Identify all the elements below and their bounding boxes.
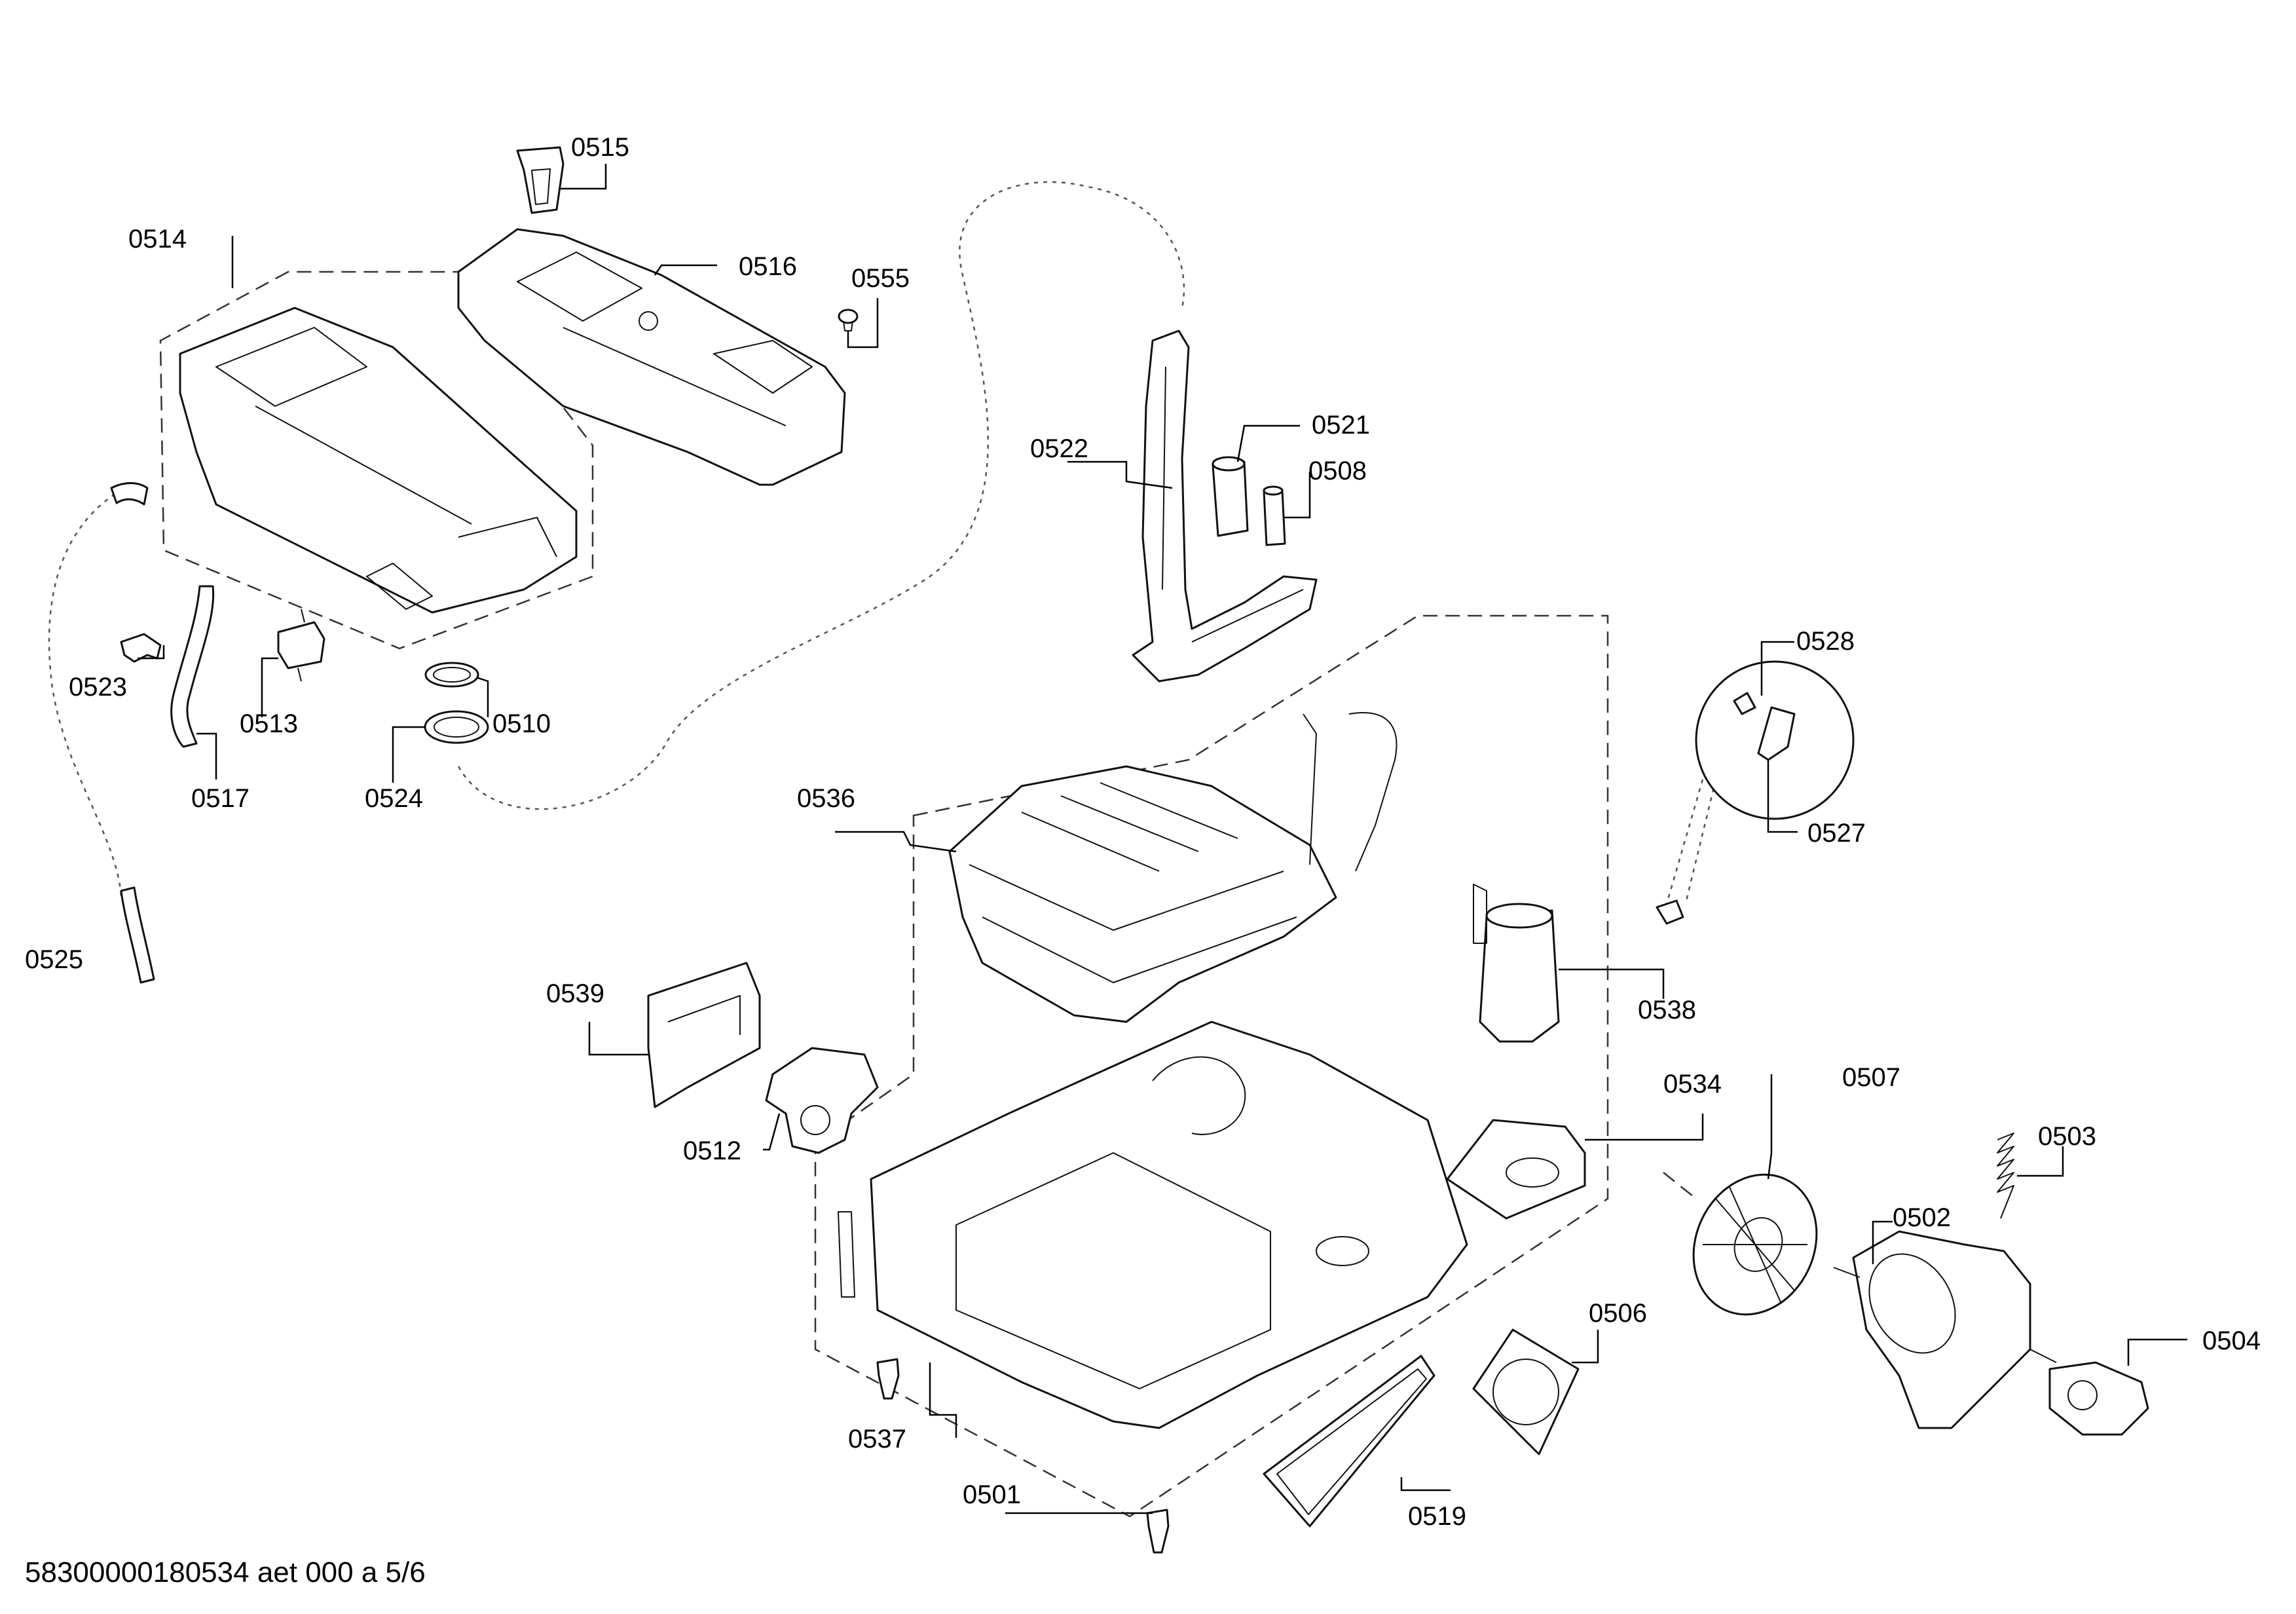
part-0508-capacitor <box>1263 485 1286 546</box>
label-0516: 0516 <box>739 252 797 281</box>
part-0516-housing <box>457 228 846 486</box>
label-0514: 0514 <box>128 225 187 253</box>
label-0502: 0502 <box>1893 1203 1951 1232</box>
part-0517-hose <box>170 585 215 748</box>
label-0523: 0523 <box>69 673 127 702</box>
part-0504-coupling <box>2048 1361 2149 1436</box>
part-0506-fan <box>1472 1328 1580 1455</box>
label-0513: 0513 <box>240 709 298 738</box>
part-0501-screw <box>1146 1509 1170 1554</box>
part-0503-spring <box>1997 1133 2014 1219</box>
part-0555-knob <box>838 309 859 331</box>
label-0522: 0522 <box>1030 434 1088 463</box>
label-0534: 0534 <box>1663 1070 1722 1098</box>
part-0537-screw <box>876 1358 900 1400</box>
assembly-outlines <box>48 181 1717 1518</box>
label-0555: 0555 <box>851 264 910 293</box>
outline-base-group <box>814 614 1609 1518</box>
hose-route-0525 <box>48 483 132 898</box>
label-0527: 0527 <box>1807 819 1866 848</box>
part-0515-clip <box>516 146 565 214</box>
part-0536-evaporator <box>948 712 1398 1023</box>
part-0513-valve <box>277 609 325 682</box>
part-base-assembly <box>838 1021 1468 1429</box>
part-labels: 0515 0514 0516 0555 0521 0522 0508 0523 … <box>25 133 2261 1531</box>
label-0515: 0515 <box>571 133 629 162</box>
part-0519-gasket <box>1263 1355 1435 1528</box>
part-drawings <box>110 146 2149 1554</box>
part-0538-compressor <box>1473 884 1560 1043</box>
outline-motor-group <box>1663 1172 1697 1199</box>
part-0522-duct <box>1132 329 1318 683</box>
label-0536: 0536 <box>797 784 855 813</box>
label-0528: 0528 <box>1796 627 1855 656</box>
label-0537: 0537 <box>848 1425 906 1454</box>
part-0527-0528-detail <box>1656 660 1855 925</box>
document-footer-id: 58300000180534 aet 000 a 5/6 <box>25 1556 426 1588</box>
part-0510-ring <box>424 662 479 688</box>
label-0512: 0512 <box>683 1136 741 1165</box>
part-0534-plate <box>1446 1119 1586 1220</box>
label-0501: 0501 <box>963 1480 1021 1509</box>
part-0507-fan <box>1692 1173 1818 1316</box>
label-0517: 0517 <box>191 784 250 813</box>
label-0538: 0538 <box>1638 996 1696 1024</box>
part-0525-hose <box>110 482 155 984</box>
label-0508: 0508 <box>1308 457 1367 485</box>
part-0514-tray <box>179 307 578 614</box>
label-0503: 0503 <box>2038 1122 2096 1151</box>
part-0523-clip <box>120 633 162 663</box>
part-0502-motor <box>1833 1230 2057 1429</box>
label-0504: 0504 <box>2202 1326 2261 1355</box>
label-0506: 0506 <box>1589 1299 1647 1328</box>
leader-lines <box>138 164 2187 1514</box>
label-0521: 0521 <box>1312 411 1370 440</box>
label-0519: 0519 <box>1408 1502 1466 1531</box>
label-0539: 0539 <box>546 979 604 1008</box>
part-0539-bracket <box>647 962 761 1108</box>
label-0524: 0524 <box>365 784 423 813</box>
leader-0527-circle <box>1665 779 1717 905</box>
outline-0514-group <box>159 271 594 650</box>
part-0524-ring <box>424 710 489 744</box>
label-0510: 0510 <box>492 709 551 738</box>
part-0521-capacitor <box>1212 456 1249 537</box>
label-0507: 0507 <box>1842 1063 1900 1092</box>
part-0512-pump <box>765 1047 879 1154</box>
label-0525: 0525 <box>25 945 83 974</box>
